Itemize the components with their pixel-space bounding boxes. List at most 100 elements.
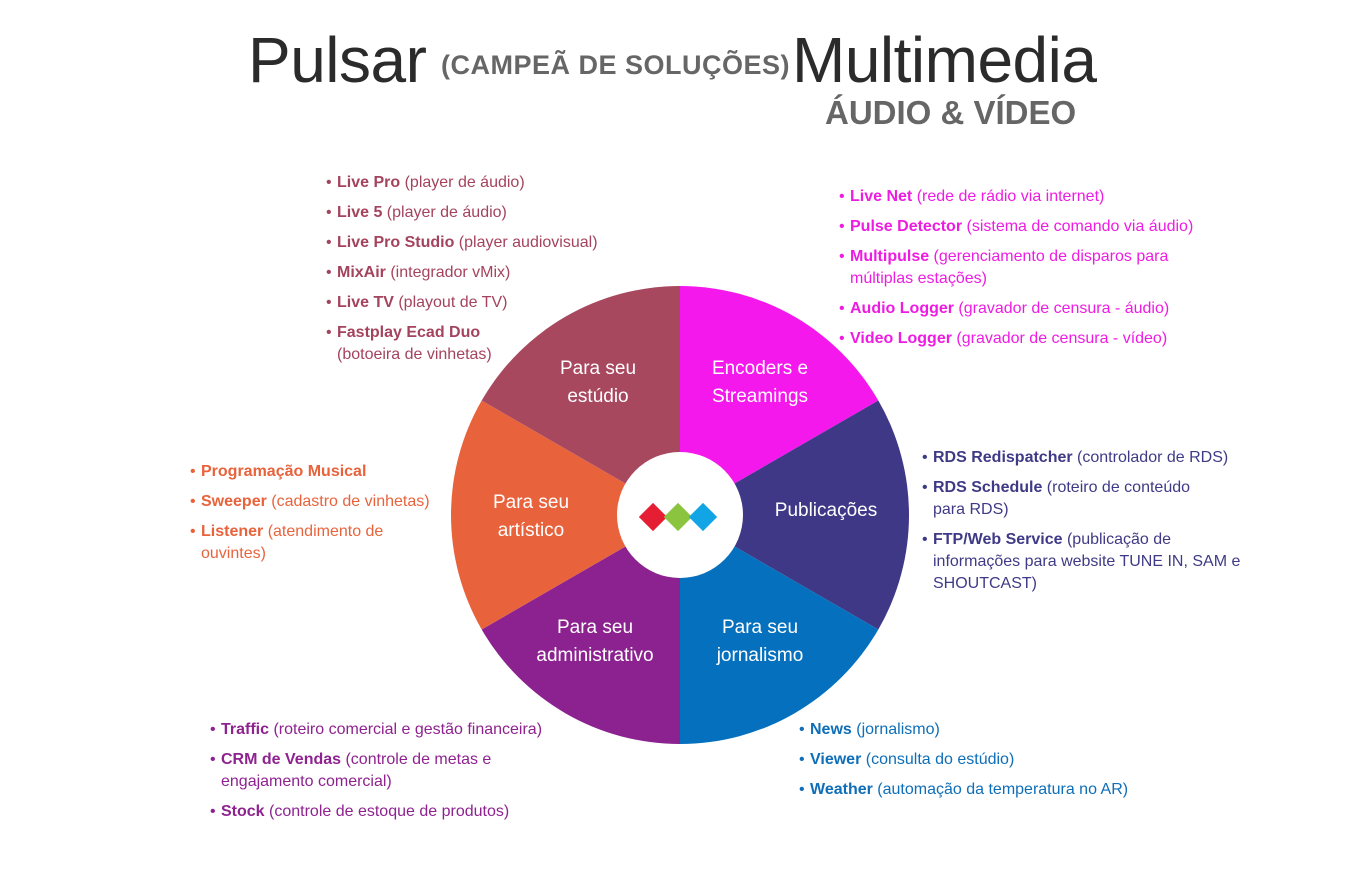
list-item: Live Pro (player de áudio) — [326, 172, 626, 194]
product-desc: (publicação de informações para website … — [933, 531, 1241, 592]
list-item: Weather (automação da temperatura no AR) — [799, 779, 1159, 801]
product-desc: (roteiro comercial e gestão financeira) — [269, 721, 543, 738]
product-desc: (controle de estoque de produtos) — [264, 803, 510, 820]
title-product: Multimedia — [792, 24, 1097, 96]
product-name: FTP/Web Service — [933, 531, 1063, 548]
product-name: Stock — [221, 803, 265, 820]
product-desc: (gerenciamento de disparos para múltipla… — [850, 248, 1169, 287]
segment-administrative[interactable] — [481, 515, 680, 744]
list-item: News (jornalismo) — [799, 719, 1159, 741]
segment-label-publications: Publicações — [741, 497, 911, 525]
segment-publications[interactable] — [680, 400, 910, 630]
product-name: Live Pro — [337, 174, 401, 191]
segment-encoders[interactable] — [680, 286, 879, 515]
title-subtitle: ÁUDIO & VÍDEO — [825, 94, 1077, 131]
product-desc: (roteiro de conteúdo para RDS) — [933, 479, 1191, 518]
list-item: RDS Redispatcher (controlador de RDS) — [922, 447, 1248, 469]
label-line: administrativo — [536, 645, 654, 666]
label-line: Encoders e — [711, 358, 809, 379]
list-item: FTP/Web Service (publicação de informaçõ… — [922, 529, 1248, 595]
label-line: Publicações — [774, 500, 878, 521]
label-line: Para seu — [559, 358, 637, 379]
product-name: CRM de Vendas — [221, 751, 342, 768]
product-name: Video Logger — [850, 330, 952, 347]
label-line: Para seu — [721, 617, 799, 638]
group-studio: Live Pro (player de áudio) Live 5 (playe… — [326, 172, 626, 374]
product-name: Sweeper — [201, 493, 267, 510]
group-encoders: Live Net (rede de rádio via internet) Pu… — [839, 186, 1214, 358]
list-item: Stock (controle de estoque de produtos) — [210, 801, 570, 823]
product-desc: (player audiovisual) — [454, 234, 598, 251]
label-line: Streamings — [711, 386, 809, 407]
product-desc: (gravador de censura - vídeo) — [951, 330, 1168, 347]
title-brand: Pulsar — [248, 24, 427, 96]
product-desc: (atendimento de ouvintes) — [201, 523, 384, 562]
list-item: Video Logger (gravador de censura - víde… — [839, 328, 1214, 350]
list-item: Audio Logger (gravador de censura - áudi… — [839, 298, 1214, 320]
group-administrative: Traffic (roteiro comercial e gestão fina… — [210, 719, 570, 831]
product-name: Live 5 — [337, 204, 383, 221]
product-name: Weather — [810, 781, 873, 798]
product-name: Listener — [201, 523, 264, 540]
label-line: estúdio — [567, 386, 629, 407]
list-item: Sweeper (cadastro de vinhetas) — [190, 491, 440, 513]
product-name: MixAir — [337, 264, 386, 281]
list-item: Live Net (rede de rádio via internet) — [839, 186, 1214, 208]
product-name: News — [810, 721, 852, 738]
label-line: Para seu — [492, 492, 570, 513]
product-name: Traffic — [221, 721, 270, 738]
product-desc: (controle de metas e engajamento comerci… — [221, 751, 492, 790]
product-desc: (integrador vMix) — [385, 264, 511, 281]
product-name: RDS Redispatcher — [933, 449, 1073, 466]
list-item: Multipulse (gerenciamento de disparos pa… — [839, 246, 1200, 290]
product-desc: (player de áudio) — [400, 174, 525, 191]
page-title: Pulsar (CAMPEÃ DE SOLUÇÕES) Multimedia Á… — [0, 22, 1360, 129]
label-line: artístico — [497, 520, 565, 541]
segment-label-artistic: Para seu artístico — [446, 489, 616, 545]
solutions-wheel: Encoders e Streamings Publicações Para s… — [450, 285, 910, 745]
product-desc: (cadastro de vinhetas) — [266, 493, 430, 510]
list-item: Traffic (roteiro comercial e gestão fina… — [210, 719, 570, 741]
list-item: Fastplay Ecad Duo (botoeira de vinhetas) — [326, 322, 537, 366]
product-name: Fastplay Ecad Duo — [337, 324, 481, 341]
segment-label-journalism: Para seu jornalismo — [675, 614, 845, 670]
list-item: RDS Schedule (roteiro de conteúdo para R… — [922, 477, 1218, 521]
list-item: MixAir (integrador vMix) — [326, 262, 626, 284]
three-diamonds-logo-icon — [638, 502, 718, 532]
label-line: Para seu — [556, 617, 634, 638]
product-desc: (jornalismo) — [851, 721, 940, 738]
group-journalism: News (jornalismo) Viewer (consulta do es… — [799, 719, 1159, 809]
list-item: Live Pro Studio (player audiovisual) — [326, 232, 626, 254]
title-tagline: (CAMPEÃ DE SOLUÇÕES) — [441, 50, 791, 80]
product-desc: (botoeira de vinhetas) — [337, 346, 492, 363]
segment-artistic[interactable] — [450, 400, 680, 630]
wheel-graphic — [450, 286, 910, 744]
product-desc: (player de áudio) — [382, 204, 507, 221]
list-item: CRM de Vendas (controle de metas e engaj… — [210, 749, 521, 793]
product-name: RDS Schedule — [933, 479, 1043, 496]
product-desc: (rede de rádio via internet) — [912, 188, 1105, 205]
product-name: Viewer — [810, 751, 862, 768]
product-desc: (sistema de comando via áudio) — [962, 218, 1194, 235]
segment-journalism[interactable] — [680, 515, 879, 744]
segment-label-studio: Para seu estúdio — [513, 355, 683, 411]
group-publications: RDS Redispatcher (controlador de RDS) RD… — [922, 447, 1248, 603]
list-item: Live TV (playout de TV) — [326, 292, 626, 314]
segment-label-administrative: Para seu administrativo — [510, 614, 680, 670]
product-name: Multipulse — [850, 248, 930, 265]
list-item: Programação Musical — [190, 461, 440, 483]
product-desc: (consulta do estúdio) — [861, 751, 1015, 768]
product-desc: (gravador de censura - áudio) — [953, 300, 1170, 317]
group-artistic: Programação Musical Sweeper (cadastro de… — [190, 461, 440, 573]
product-name: Pulse Detector — [850, 218, 963, 235]
product-name: Live Pro Studio — [337, 234, 455, 251]
list-item: Listener (atendimento de ouvintes) — [190, 521, 416, 565]
product-name: Audio Logger — [850, 300, 954, 317]
list-item: Live 5 (player de áudio) — [326, 202, 626, 224]
label-line: jornalismo — [716, 645, 804, 666]
list-item: Pulse Detector (sistema de comando via á… — [839, 216, 1214, 238]
product-desc: (automação da temperatura no AR) — [872, 781, 1129, 798]
product-name: Live Net — [850, 188, 913, 205]
product-name: Live TV — [337, 294, 394, 311]
product-desc: (playout de TV) — [393, 294, 508, 311]
